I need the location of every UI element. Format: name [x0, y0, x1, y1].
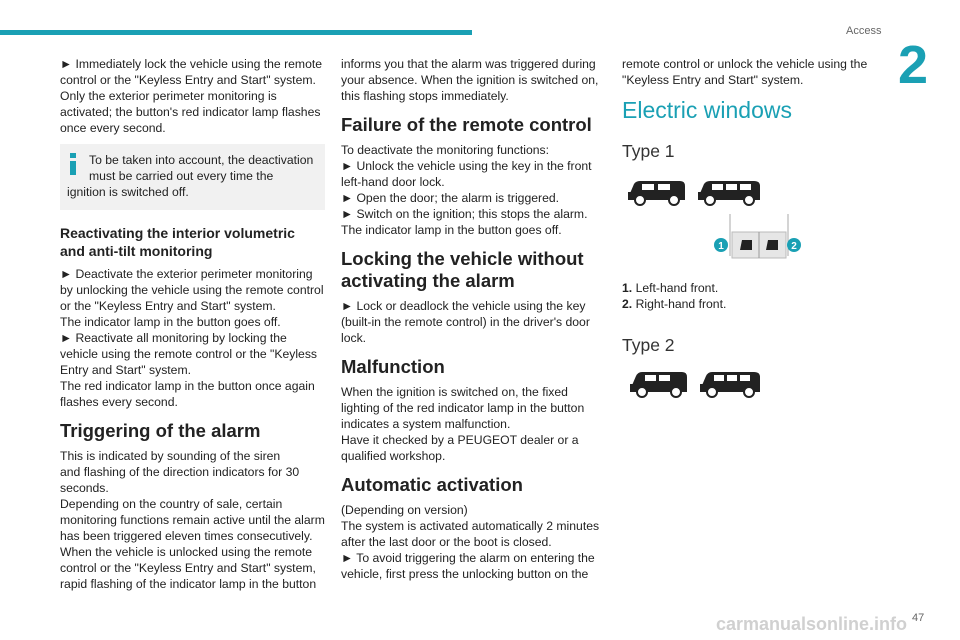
top-accent-bar: [0, 30, 472, 35]
type2-illustration: [622, 366, 868, 400]
column-3: remote control or unlock the vehicle usi…: [622, 56, 868, 400]
heading-failure-remote: Failure of the remote control: [341, 114, 592, 135]
list-item: 2. Right-hand front.: [622, 297, 727, 311]
watermark: carmanualsonline.info: [716, 614, 908, 634]
info-note: To be taken into account, the deactivati…: [60, 144, 325, 210]
van-icon: [630, 372, 687, 398]
paragraph-lock-vehicle: ► Immediately lock the vehicle using the…: [60, 57, 323, 135]
type1-illustration: 1 2: [622, 172, 868, 264]
heading-type-1: Type 1: [622, 141, 675, 161]
paragraph-alarm-info: informs you that the alarm was triggered…: [341, 57, 599, 103]
paragraph-locking: ► Lock or deadlock the vehicle using the…: [341, 299, 590, 345]
paragraph-remote-unlock: remote control or unlock the vehicle usi…: [622, 57, 868, 87]
paragraph-reactivating: ► Deactivate the exterior perimeter moni…: [60, 267, 324, 409]
heading-automatic-activation: Automatic activation: [341, 474, 523, 495]
heading-electric-windows: Electric windows: [622, 97, 792, 123]
chapter-number: 2: [898, 35, 929, 95]
callout-1: 1: [718, 241, 724, 252]
column-1: ► Immediately lock the vehicle using the…: [60, 56, 325, 600]
column-2: informs you that the alarm was triggered…: [341, 56, 607, 590]
paragraph-automatic: (Depending on version) The system is act…: [341, 503, 600, 581]
paragraph-triggering: This is indicated by sounding of the sir…: [60, 449, 325, 591]
van-icon: [700, 372, 760, 398]
window-switch-panel: 1 2: [714, 214, 801, 259]
list-item: 1. Left-hand front.: [622, 281, 719, 295]
heading-reactivating: Reactivating the interior volumetric and…: [60, 225, 295, 259]
type1-vehicles-svg: 1 2: [628, 181, 801, 259]
paragraph-malfunction: When the ignition is switched on, the fi…: [341, 385, 585, 463]
heading-triggering: Triggering of the alarm: [60, 420, 261, 441]
info-icon: [70, 153, 76, 175]
callout-2: 2: [791, 241, 797, 252]
van-icon: [628, 181, 685, 206]
section-title: Access: [846, 25, 882, 37]
heading-locking-without-alarm: Locking the vehicle without activating t…: [341, 248, 584, 291]
type2-vehicles-svg: [630, 372, 760, 398]
van-icon: [698, 181, 760, 206]
window-list: 1. Left-hand front. 2. Right-hand front.: [622, 280, 868, 312]
page-number: 47: [912, 612, 925, 624]
paragraph-failure-remote: To deactivate the monitoring functions: …: [341, 143, 592, 237]
heading-malfunction: Malfunction: [341, 356, 445, 377]
heading-type-2: Type 2: [622, 335, 675, 355]
